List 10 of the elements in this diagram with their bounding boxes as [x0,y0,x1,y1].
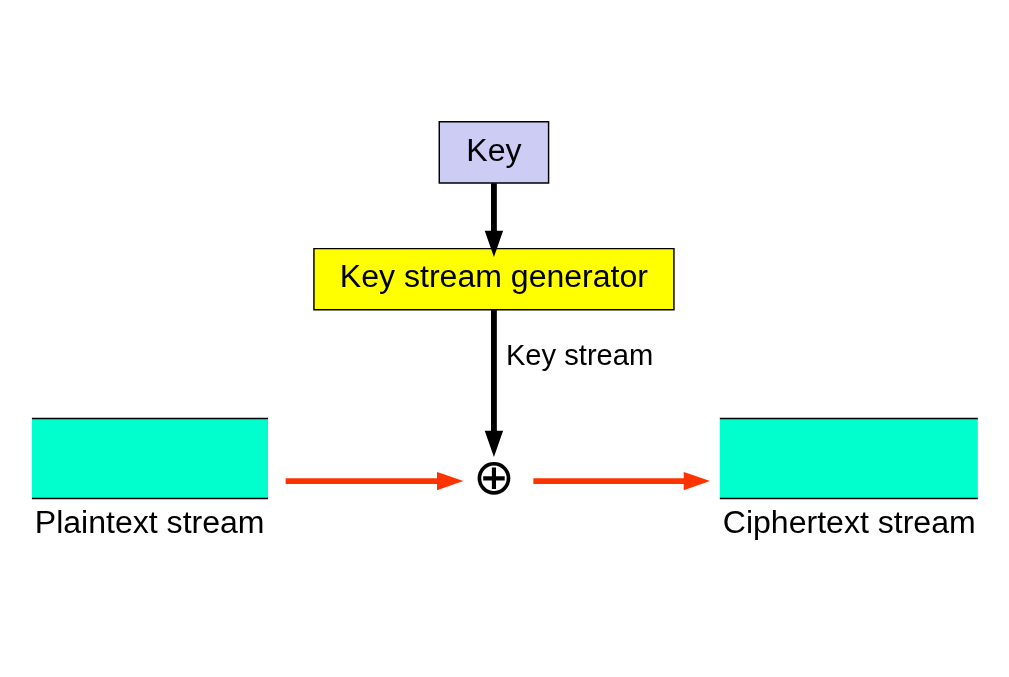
node-box: Key stream generator [313,247,675,311]
node-label: Plaintext stream [34,503,265,540]
arrow [533,471,710,490]
arrow [484,182,504,257]
node-text: ⊕ [472,448,515,505]
arrow [285,471,464,490]
arrow [484,309,504,457]
node-box: Key [438,120,550,184]
node-label: Ciphertext stream [722,503,976,540]
edge-label: Key stream [505,338,654,371]
